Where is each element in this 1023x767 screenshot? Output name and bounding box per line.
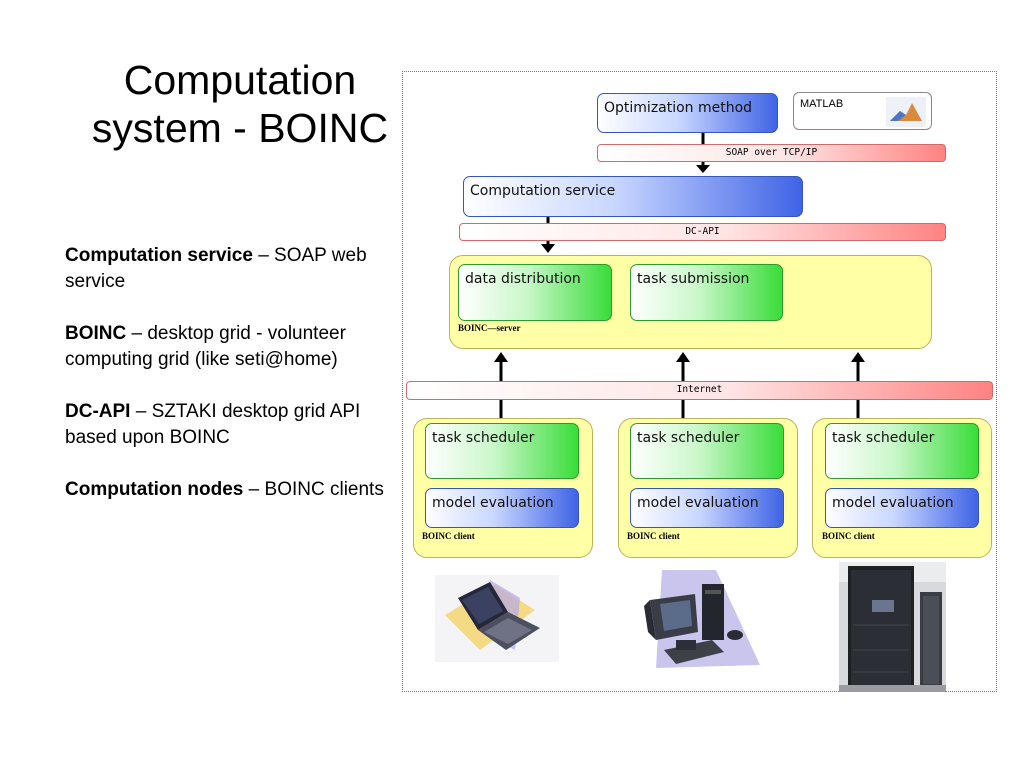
optimization-method-box: Optimization method xyxy=(597,93,778,133)
soap-bar: SOAP over TCP/IP xyxy=(597,144,946,162)
data-distribution-box: data distribution xyxy=(458,264,612,321)
optimization-method-label: Optimization method xyxy=(604,100,753,116)
model-evaluation-label: model evaluation xyxy=(637,495,759,511)
task-scheduler-label: task scheduler xyxy=(432,430,535,446)
matlab-box: MATLAB xyxy=(793,92,932,130)
diagram-frame xyxy=(402,71,997,692)
arrow-down-icon xyxy=(541,244,555,253)
bullet-term: DC-API xyxy=(65,401,131,422)
model-evaluation-label: model evaluation xyxy=(432,495,554,511)
arrow-up-icon xyxy=(676,352,690,362)
task-scheduler-label: task scheduler xyxy=(832,430,935,446)
title-line-2: system - BOINC xyxy=(91,105,389,151)
internet-label: Internet xyxy=(676,384,723,395)
laptop-image xyxy=(435,575,559,662)
boinc-client-label: BOINC client xyxy=(822,531,875,541)
desktop-computer-image xyxy=(644,570,760,668)
bullet-desc: – BOINC clients xyxy=(243,479,384,500)
boinc-client-label: BOINC client xyxy=(627,531,680,541)
dcapi-label: DC-API xyxy=(685,226,720,237)
arrow-up-icon xyxy=(494,352,508,362)
task-scheduler-box: task scheduler xyxy=(425,423,579,479)
matlab-logo-icon xyxy=(886,97,926,127)
bullet-item: Computation nodes – BOINC clients xyxy=(65,477,385,503)
server-rack-image xyxy=(839,562,946,692)
task-submission-box: task submission xyxy=(630,264,783,321)
task-scheduler-box: task scheduler xyxy=(825,423,979,479)
computation-service-label: Computation service xyxy=(470,183,616,199)
matlab-label: MATLAB xyxy=(800,98,844,110)
internet-bar: Internet xyxy=(406,381,993,400)
bullet-desc: – SZTAKI desktop grid API based upon BOI… xyxy=(65,401,361,448)
slide-title: Computation system - BOINC xyxy=(40,56,440,152)
boinc-client-label: BOINC client xyxy=(422,531,475,541)
bullet-term: Computation nodes xyxy=(65,479,244,500)
model-evaluation-box: model evaluation xyxy=(825,488,979,528)
title-line-1: Computation xyxy=(123,57,357,103)
bullet-item: DC-API – SZTAKI desktop grid API based u… xyxy=(65,399,385,451)
bullet-desc: – desktop grid - volunteer computing gri… xyxy=(65,323,346,370)
model-evaluation-label: model evaluation xyxy=(832,495,954,511)
dcapi-bar: DC-API xyxy=(459,223,946,241)
computation-service-box: Computation service xyxy=(463,176,803,217)
model-evaluation-box: model evaluation xyxy=(630,488,784,528)
arrow-down-icon xyxy=(696,165,710,173)
bullet-list: Computation service – SOAP web service B… xyxy=(65,243,385,529)
bullet-item: BOINC – desktop grid - volunteer computi… xyxy=(65,321,385,373)
task-scheduler-label: task scheduler xyxy=(637,430,740,446)
data-distribution-label: data distribution xyxy=(465,271,581,287)
bullet-term: Computation service xyxy=(65,245,253,266)
bullet-desc: – SOAP web service xyxy=(65,245,367,292)
arrow-up-icon xyxy=(851,352,865,362)
boinc-server-label: BOINC—server xyxy=(458,323,521,333)
task-scheduler-box: task scheduler xyxy=(630,423,784,479)
bullet-term: BOINC xyxy=(65,323,127,344)
model-evaluation-box: model evaluation xyxy=(425,488,579,528)
task-submission-label: task submission xyxy=(637,271,750,287)
bullet-item: Computation service – SOAP web service xyxy=(65,243,385,295)
soap-label: SOAP over TCP/IP xyxy=(725,147,818,158)
